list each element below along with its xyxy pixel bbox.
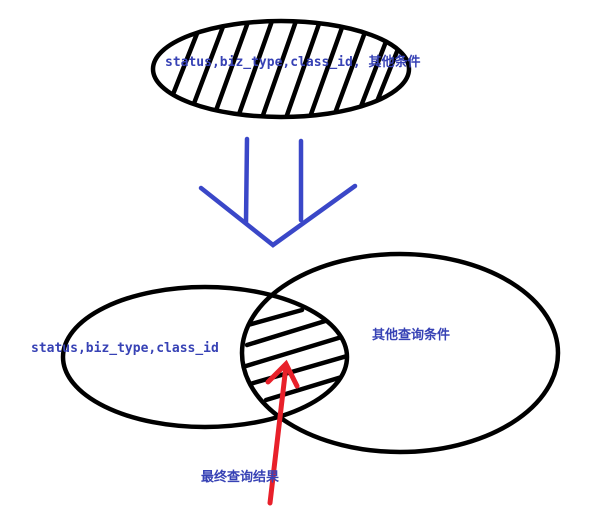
top-ellipse-label: status,biz_type,class_id, 其他条件 xyxy=(165,54,421,70)
top-ellipse xyxy=(150,18,412,120)
down-arrow xyxy=(198,136,358,248)
right-circle-label: 其他查询条件 xyxy=(372,327,450,343)
right-circle xyxy=(239,251,561,455)
left-circle-label: status,biz_type,class_id xyxy=(31,341,219,356)
intersection-hatch xyxy=(243,307,347,403)
result-arrow xyxy=(265,359,300,506)
result-label: 最终查询结果 xyxy=(201,469,279,485)
left-circle xyxy=(60,284,350,430)
